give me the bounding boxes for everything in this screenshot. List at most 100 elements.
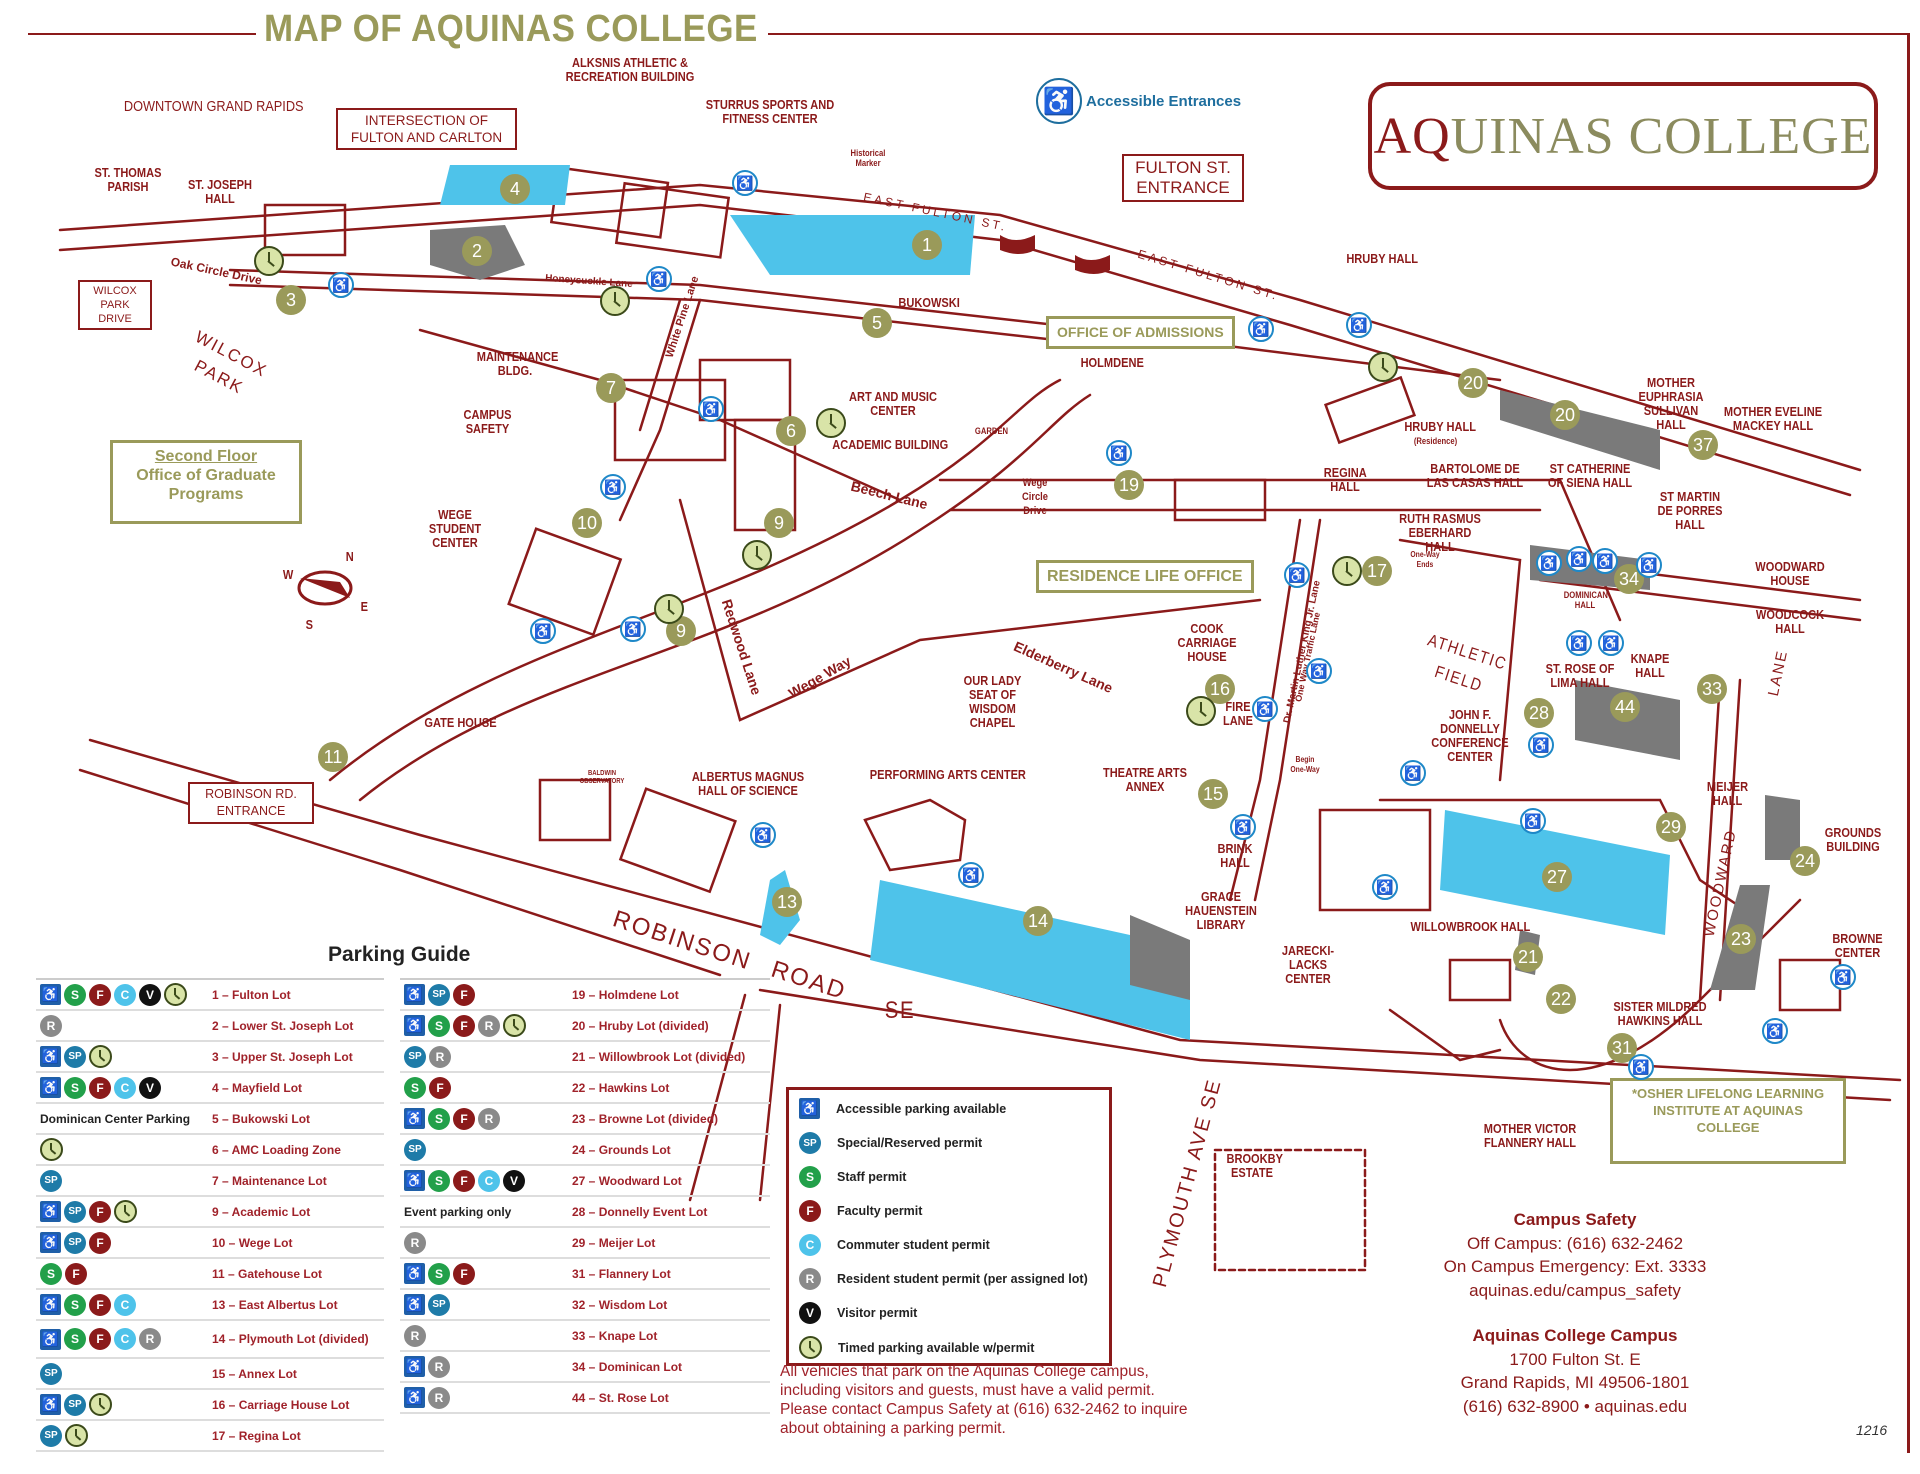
callout-wilcox-drive: WILCOX PARK DRIVE: [78, 280, 152, 330]
lot-marker[interactable]: 20: [1550, 400, 1580, 430]
lot-marker[interactable]: 23: [1726, 924, 1756, 954]
visitor-permit-icon: V: [503, 1169, 525, 1192]
lot-marker[interactable]: 10: [572, 508, 602, 538]
accessible-entrance-icon[interactable]: ♿: [1528, 732, 1554, 758]
special-permit-icon: SP: [404, 1138, 426, 1161]
commuter-permit-icon: C: [114, 1293, 136, 1316]
phone-website[interactable]: (616) 632-8900 • aquinas.edu: [1462, 1396, 1688, 1416]
lot-marker[interactable]: 14: [1023, 906, 1053, 936]
lot-marker[interactable]: 1: [912, 230, 942, 260]
label-woodward-house: WOODWARD HOUSE: [1755, 559, 1825, 588]
faculty-permit-icon: F: [799, 1200, 821, 1222]
faculty-permit-icon: F: [453, 1169, 475, 1192]
accessible-entrance-icon[interactable]: ♿: [732, 170, 758, 196]
parking-note: Event parking only: [404, 1204, 512, 1219]
parking-lot-name: 34 – Dominican Lot: [572, 1359, 683, 1374]
lot-marker[interactable]: 37: [1688, 430, 1718, 460]
lot-marker[interactable]: 2: [462, 236, 492, 266]
accessible-entrance-icon[interactable]: ♿: [1252, 696, 1278, 722]
accessible-entrance-icon[interactable]: ♿: [1762, 1018, 1788, 1044]
parking-lot-name: 5 – Bukowski Lot: [212, 1111, 311, 1126]
accessible-entrance-icon[interactable]: ♿: [530, 618, 556, 644]
accessible-entrance-icon[interactable]: ♿: [1106, 440, 1132, 466]
accessible-entrance-icon[interactable]: ♿: [1284, 562, 1310, 588]
title-rule-right: [768, 33, 1910, 35]
accessible-entrance-icon[interactable]: ♿: [1248, 316, 1274, 342]
lot-marker[interactable]: 21: [1513, 942, 1543, 972]
lot-marker[interactable]: 27: [1542, 862, 1572, 892]
callout-osher: *OSHER LIFELONG LEARNING INSTITUTE AT AQ…: [1610, 1078, 1846, 1164]
label-hruby-hall: HRUBY HALL: [1346, 251, 1418, 266]
lot-marker[interactable]: 15: [1198, 779, 1228, 809]
accessible-icon: ♿: [404, 1108, 425, 1129]
safety-url[interactable]: aquinas.edu/campus_safety: [1469, 1280, 1681, 1300]
label-bukowski: BUKOWSKI: [898, 295, 960, 310]
lot-marker[interactable]: 6: [776, 416, 806, 446]
lot-marker[interactable]: 4: [500, 174, 530, 204]
lot-marker[interactable]: 19: [1114, 470, 1144, 500]
staff-permit-icon: S: [428, 1262, 450, 1285]
accessible-entrance-icon[interactable]: ♿: [698, 396, 724, 422]
lot-marker[interactable]: 9: [764, 508, 794, 538]
label-dominican-hall: DOMINICAN HALL: [1563, 590, 1608, 610]
accessible-entrance-icon[interactable]: ♿: [1520, 808, 1546, 834]
lot-marker[interactable]: 7: [596, 373, 626, 403]
accessible-entrance-icon[interactable]: ♿: [1230, 814, 1256, 840]
parking-lot-name: 20 – Hruby Lot (divided): [572, 1018, 709, 1033]
accessible-entrance-icon[interactable]: ♿: [620, 616, 646, 642]
accessible-icon: ♿: [40, 1077, 61, 1098]
accessible-entrance-icon[interactable]: ♿: [1346, 312, 1372, 338]
lot-marker[interactable]: 22: [1546, 984, 1576, 1014]
lot-marker[interactable]: 5: [862, 308, 892, 338]
accessible-entrance-icon[interactable]: ♿: [328, 272, 354, 298]
accessible-entrance-icon[interactable]: ♿: [646, 266, 672, 292]
accessible-entrance-icon[interactable]: ♿: [1306, 658, 1332, 684]
accessible-entrance-icon[interactable]: ♿: [600, 474, 626, 500]
timed-parking-clock-icon: [1332, 556, 1362, 586]
accessible-entrance-icon[interactable]: ♿: [1636, 552, 1662, 578]
label-ruth-rasmus: RUTH RASMUS EBERHARD HALL: [1399, 511, 1481, 554]
lot-marker[interactable]: 24: [1790, 846, 1820, 876]
lot-marker[interactable]: 20: [1458, 368, 1488, 398]
accessible-icon: ♿: [40, 1046, 61, 1067]
accessible-entrance-icon[interactable]: ♿: [1536, 550, 1562, 576]
special-permit-icon: SP: [404, 1045, 426, 1068]
lot-marker[interactable]: 17: [1362, 556, 1392, 586]
lot-marker[interactable]: 29: [1656, 812, 1686, 842]
lot-marker[interactable]: 44: [1610, 692, 1640, 722]
label-willowbrook: WILLOWBROOK HALL: [1410, 919, 1531, 934]
parking-lot-name: 23 – Browne Lot (divided): [572, 1111, 719, 1126]
timed-parking-clock-icon: [799, 1336, 822, 1359]
label-brookby: BROOKBY ESTATE: [1226, 1151, 1283, 1180]
lot-marker[interactable]: 13: [772, 887, 802, 917]
accessible-entrance-icon[interactable]: ♿: [1566, 630, 1592, 656]
visitor-permit-icon: V: [799, 1302, 821, 1324]
label-art-music: ART AND MUSIC CENTER: [848, 389, 937, 418]
lot-marker[interactable]: 3: [276, 285, 306, 315]
accessible-entrance-icon[interactable]: ♿: [958, 862, 984, 888]
label-donnelly: JOHN F. DONNELLY CONFERENCE CENTER: [1431, 707, 1509, 764]
accessible-entrance-icon[interactable]: ♿: [750, 822, 776, 848]
legend-item: ♿Accessible parking available: [799, 1098, 1006, 1119]
accessible-entrance-icon[interactable]: ♿: [1372, 874, 1398, 900]
lot-marker[interactable]: 11: [318, 742, 348, 772]
accessible-entrance-icon[interactable]: ♿: [1592, 548, 1618, 574]
parking-lot-name: 22 – Hawkins Lot: [572, 1080, 670, 1095]
accessible-entrance-icon[interactable]: ♿: [1400, 760, 1426, 786]
lot-marker[interactable]: 33: [1697, 674, 1727, 704]
accessible-entrance-icon[interactable]: ♿: [1628, 1054, 1654, 1080]
label-chapel: OUR LADY SEAT OF WISDOM CHAPEL: [963, 673, 1022, 730]
lot-marker[interactable]: 28: [1524, 698, 1554, 728]
accessible-entrance-icon[interactable]: ♿: [1598, 630, 1624, 656]
lot-marker[interactable]: 9: [666, 616, 696, 646]
permit-note: All vehicles that park on the Aquinas Co…: [780, 1363, 1188, 1437]
accessible-entrance-icon[interactable]: ♿: [1566, 546, 1592, 572]
lot-marker[interactable]: 16: [1205, 674, 1235, 704]
faculty-permit-icon: F: [89, 1076, 111, 1099]
accessible-entrance-icon[interactable]: ♿: [1830, 964, 1856, 990]
